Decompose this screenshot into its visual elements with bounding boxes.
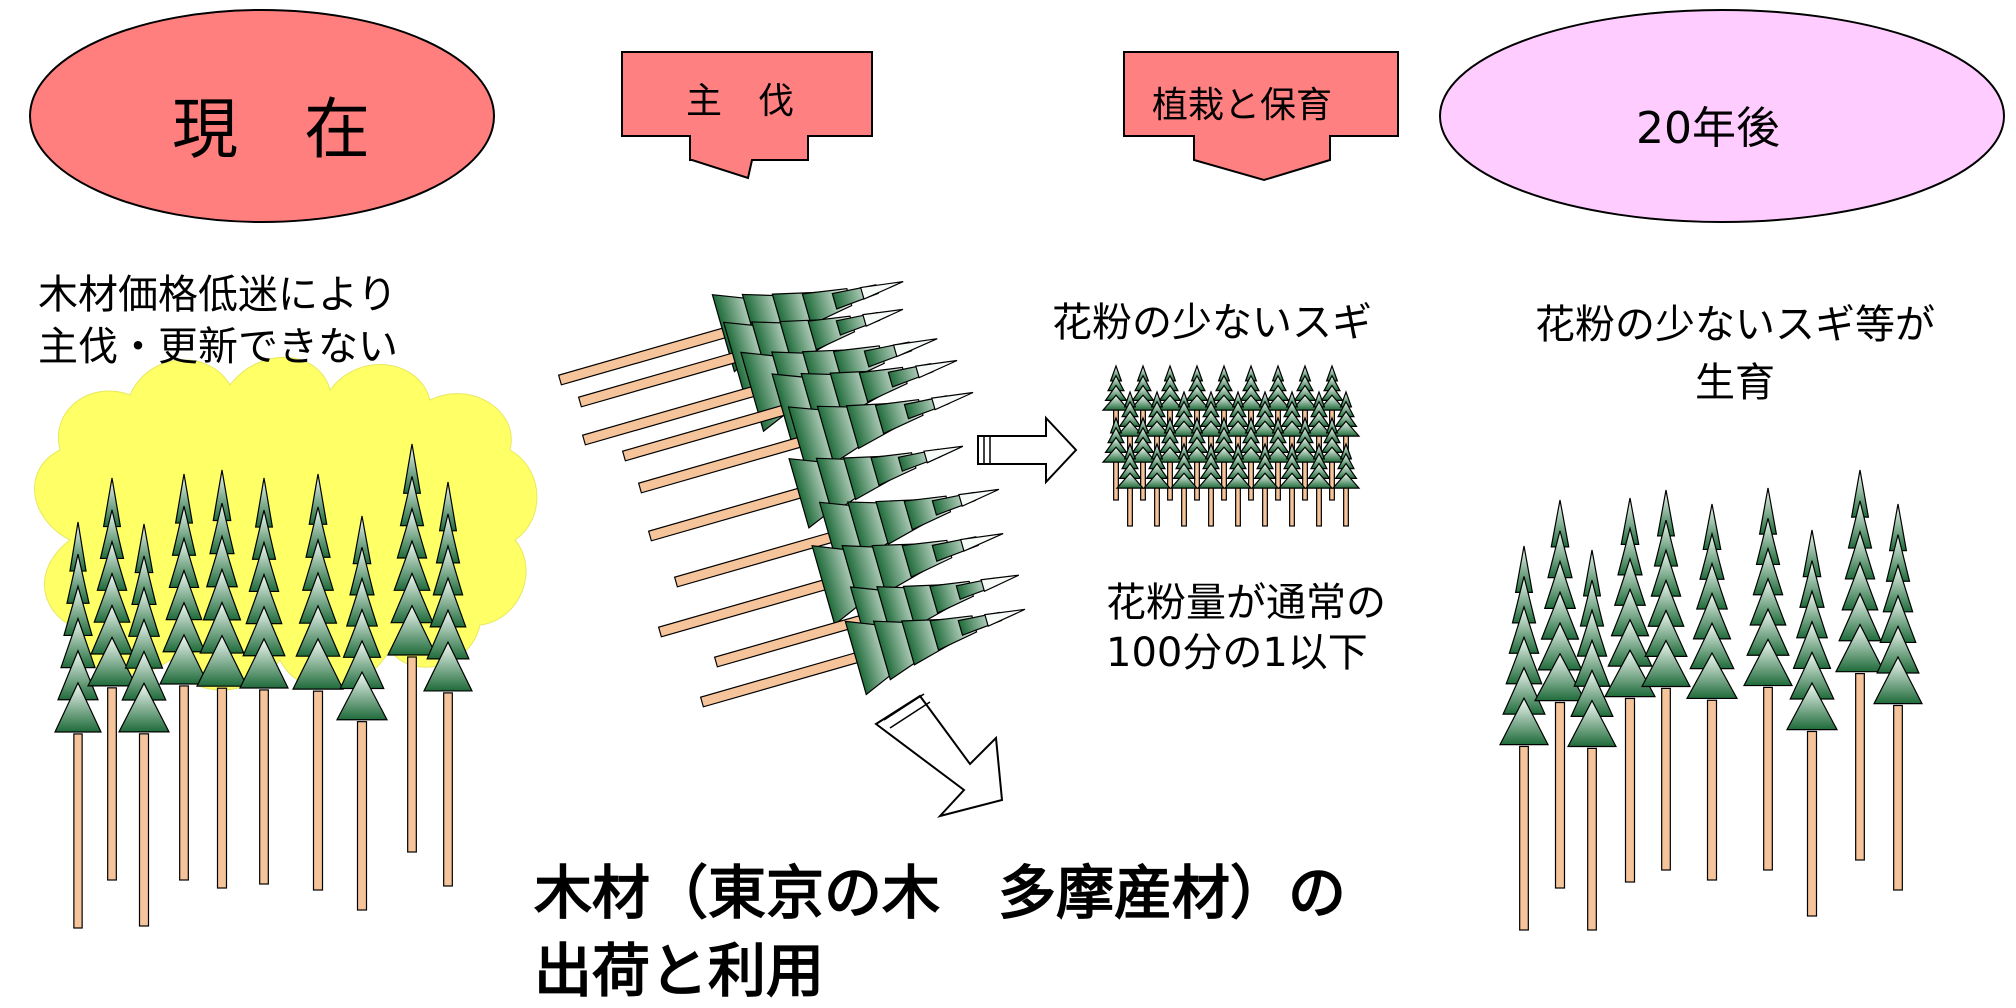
tree-icon (1236, 416, 1266, 501)
tree-icon (1250, 442, 1280, 527)
felled-log-icon (673, 488, 1000, 588)
tree-icon (239, 477, 289, 885)
now-ellipse (29, 9, 495, 223)
tree-icon (1873, 503, 1923, 891)
tree-icon (1182, 416, 1212, 501)
tree-icon (423, 481, 473, 887)
tree-icon (336, 515, 388, 911)
tree-icon (1685, 503, 1739, 881)
felled-log-icon (699, 608, 1026, 708)
tree-icon (196, 469, 248, 889)
tree-icon (118, 523, 170, 927)
future-label: 20年後 (1636, 103, 1780, 154)
felled-logs (557, 281, 1026, 708)
down-arrow-icon (874, 694, 1004, 818)
tree-icon (1534, 499, 1586, 889)
pollen-note-line-1: 花粉量が通常の (1106, 580, 1386, 626)
low-pollen-sapling-grove (1101, 364, 1361, 527)
right-forest (1499, 469, 1923, 931)
tree-icon (1331, 442, 1361, 527)
left-forest (54, 443, 473, 929)
tree-icon (87, 477, 137, 881)
tree-icon (1567, 549, 1617, 931)
now-label: 現 在 (172, 91, 370, 168)
tree-icon (1155, 416, 1185, 501)
bottom-text-line-2: 出荷と利用 (534, 937, 825, 1005)
felled-log-icon (637, 391, 974, 494)
tree-icon (1263, 416, 1293, 501)
right-caption-line-1: 花粉の少ないスギ等が (1535, 302, 1935, 348)
tree-icon (1196, 442, 1226, 527)
tree-icon (1277, 442, 1307, 527)
tree-icon (1115, 390, 1145, 475)
tree-icon (292, 473, 344, 891)
tree-icon (1223, 442, 1253, 527)
tree-icon (1115, 442, 1145, 527)
tree-icon (1317, 416, 1347, 501)
plant-label: 植栽と保育 (1152, 85, 1333, 126)
tree-icon (1743, 487, 1793, 871)
bottom-text-line-1: 木材（東京の木 多摩産材）の (534, 859, 1347, 927)
pollen-note-line-2: 100分の1以下 (1106, 630, 1368, 676)
tree-icon (1209, 416, 1239, 501)
tree-icon (1169, 442, 1199, 527)
low-pollen-title: 花粉の少ないスギ (1052, 300, 1372, 346)
tree-icon (1835, 469, 1885, 861)
tree-icon (1101, 416, 1131, 501)
left-caption-line-1: 木材価格低迷により (38, 272, 398, 318)
tree-icon (1785, 529, 1839, 917)
plant-down-arrow-icon (1123, 51, 1399, 182)
tree-icon (54, 521, 102, 929)
right-arrow-icon (977, 415, 1078, 485)
harvest-label: 主 伐 (686, 81, 795, 122)
tree-icon (159, 473, 209, 881)
future-ellipse (1439, 9, 2005, 223)
tree-icon (1641, 489, 1691, 871)
tree-icon (1304, 442, 1334, 527)
tree-icon (1290, 416, 1320, 501)
tree-icon (1603, 497, 1657, 883)
harvest-down-arrow-icon (621, 51, 873, 180)
tree-icon (1128, 416, 1158, 501)
right-caption-line-2: 生育 (1695, 360, 1775, 406)
left-caption-line-2: 主伐・更新できない (38, 324, 398, 370)
tree-icon (1499, 545, 1549, 931)
tree-icon (387, 443, 437, 853)
tree-icon (1142, 442, 1172, 527)
